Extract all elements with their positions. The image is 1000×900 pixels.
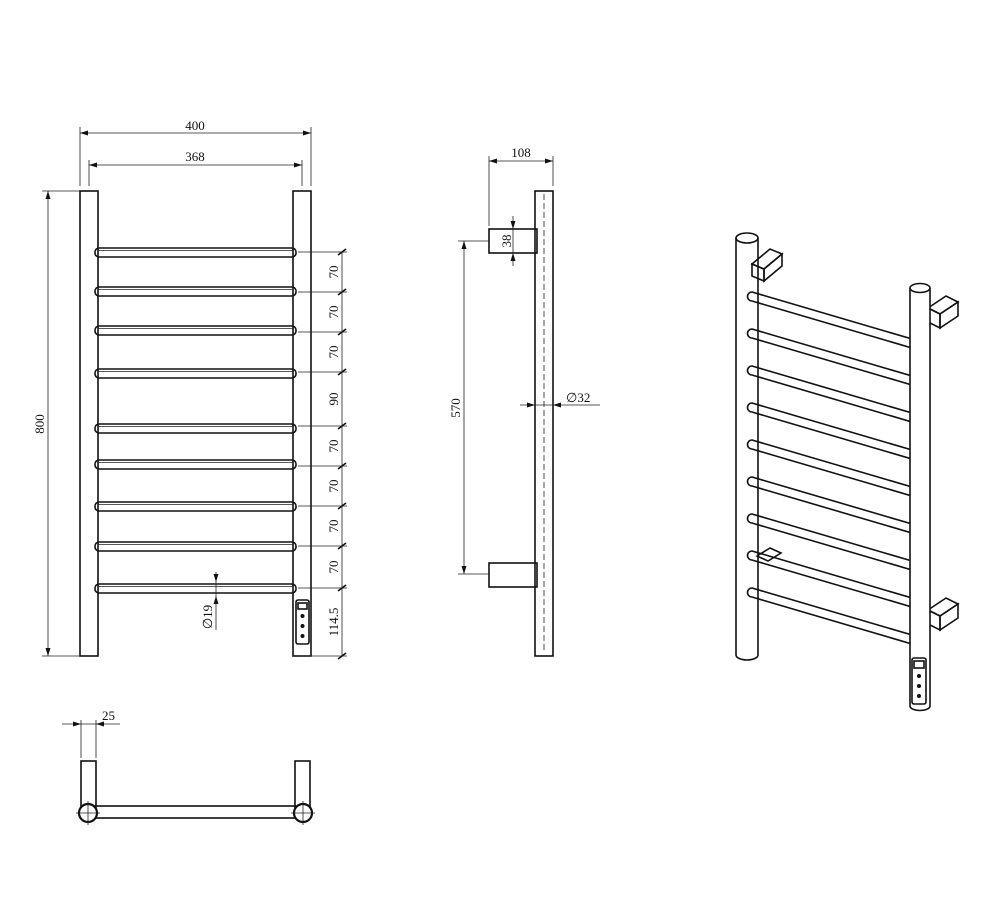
dim-bar-spacing: 70 <box>326 520 341 533</box>
side-post <box>534 190 554 657</box>
control-panel-icon <box>295 599 310 645</box>
dim-overall-width: 400 <box>185 118 205 133</box>
dim-offset: 25 <box>102 708 115 723</box>
dim-bar-spacing: 70 <box>326 440 341 453</box>
front-bars <box>94 247 297 594</box>
dim-bracket-spacing: 570 <box>448 398 463 418</box>
front-bar <box>94 286 297 297</box>
top-view: 25 <box>62 708 315 825</box>
iso-view <box>735 232 960 712</box>
iso-bar <box>746 291 913 350</box>
front-bar <box>94 423 297 434</box>
front-bar <box>94 501 297 512</box>
front-bar <box>94 247 297 258</box>
control-panel-icon <box>911 657 927 705</box>
dim-bar-spacing: 70 <box>326 306 341 319</box>
front-bar <box>94 325 297 336</box>
front-bar <box>94 583 297 594</box>
top-view-bar <box>87 805 303 819</box>
dim-bracket-height: 38 <box>499 235 514 248</box>
dim-bar-spacing: 70 <box>326 561 341 574</box>
dim-height: 800 <box>32 414 47 434</box>
iso-bar <box>746 439 913 498</box>
spacing-dims: 70 70 70 90 70 70 70 70 114.5 <box>298 248 347 660</box>
iso-bar <box>746 550 913 609</box>
dim-bar-spacing: 70 <box>326 480 341 493</box>
iso-bars <box>746 291 913 646</box>
iso-bar <box>746 402 913 461</box>
dim-bar-spacing: 70 <box>326 266 341 279</box>
iso-bar <box>746 365 913 424</box>
iso-bar <box>746 513 913 572</box>
front-bar <box>94 459 297 470</box>
front-view: 400 368 800 70 70 70 90 70 70 70 70 114.5 ∅19 <box>32 118 347 660</box>
iso-bar <box>746 587 913 646</box>
bottom-bracket <box>488 562 538 588</box>
iso-bar <box>746 328 913 387</box>
front-bar <box>94 541 297 552</box>
dim-bar-spacing: 90 <box>326 393 341 406</box>
iso-bar <box>746 476 913 535</box>
dim-bar-spacing: 70 <box>326 346 341 359</box>
dim-depth: 108 <box>511 145 531 160</box>
dim-bar-diameter: ∅19 <box>200 605 215 629</box>
side-view: 108 38 570 ∅32 <box>448 145 600 657</box>
front-bar <box>94 368 297 379</box>
iso-left-post <box>735 232 759 661</box>
iso-right-post <box>909 282 931 712</box>
dim-bar-spacing: 114.5 <box>326 608 341 637</box>
dim-inner-width: 368 <box>185 149 205 164</box>
dim-post-diameter: ∅32 <box>566 390 590 405</box>
